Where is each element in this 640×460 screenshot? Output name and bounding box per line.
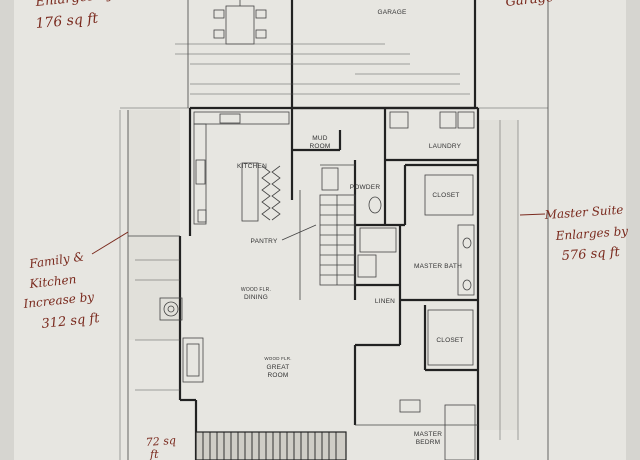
annotation-left-arrow <box>91 231 129 255</box>
laundry-label: LAUNDRY <box>429 143 462 150</box>
kitchen-fixtures <box>193 111 290 225</box>
mud-room-label-line2: ROOM <box>309 143 330 150</box>
pantry-label: PANTRY <box>251 238 278 245</box>
master-bed <box>399 399 476 460</box>
extension-left <box>128 110 180 340</box>
dimension-lines-left <box>128 235 180 391</box>
laundry-appliances <box>389 111 475 129</box>
great-room-label-line2: GREAT <box>267 364 290 371</box>
garage-label: GARAGE <box>377 9 406 16</box>
interior-walls <box>290 108 478 426</box>
master-bath-fixtures <box>359 224 475 296</box>
mud-room-label-line1: MUD <box>312 135 328 142</box>
kitchen-stools <box>261 165 281 221</box>
extension-right <box>478 120 518 430</box>
annotation-bottom-left-line2: ft <box>149 448 159 460</box>
patio-table <box>213 0 267 45</box>
closet-lower-shelving <box>427 309 474 366</box>
annotation-right-line1: Master Suite <box>543 203 624 223</box>
pantry-leader-line <box>281 224 317 241</box>
kitchen-label: KITCHEN <box>237 163 267 170</box>
master-bedrm-label-line2: BEDRM <box>416 439 440 446</box>
dining-label-line2: DINING <box>244 294 268 301</box>
deck-hatching <box>195 431 347 460</box>
powder-label: POWDER <box>350 184 381 191</box>
annotation-left-line4: 312 sq ft <box>41 311 101 332</box>
fireplace <box>182 337 204 383</box>
dimension-lines-right <box>499 0 549 460</box>
powder-fixtures <box>321 167 382 278</box>
annotation-left-line2: Kitchen <box>28 272 77 291</box>
annotation-right-arrow <box>519 213 546 216</box>
closet-upper-label: CLOSET <box>432 192 459 199</box>
linen-label: LINEN <box>375 298 395 305</box>
great-room-label-line3: ROOM <box>267 372 288 379</box>
staircase <box>319 194 356 286</box>
annotation-top-right: Garage <box>505 0 555 10</box>
closet-upper-shelving <box>424 174 474 216</box>
closet-lower-label: CLOSET <box>436 337 463 344</box>
annotation-bottom-left-line1: 72 sq <box>145 434 176 449</box>
annotation-right-line3: 576 sq ft <box>561 245 621 264</box>
annotation-top-left-line2: 176 sq ft <box>35 11 99 32</box>
house-outer-walls <box>119 106 480 460</box>
dining-label-line1: WOOD FLR. <box>241 287 271 293</box>
master-bedrm-label-line1: MASTER <box>414 431 442 438</box>
great-room-label-line1: WOOD FLR. <box>264 356 291 361</box>
master-bath-label: MASTER BATH <box>414 263 462 270</box>
annotation-right-line2: Enlarges by <box>554 224 628 243</box>
grill <box>159 297 183 321</box>
annotation-top-left-line1: Enlarges by <box>34 0 115 10</box>
